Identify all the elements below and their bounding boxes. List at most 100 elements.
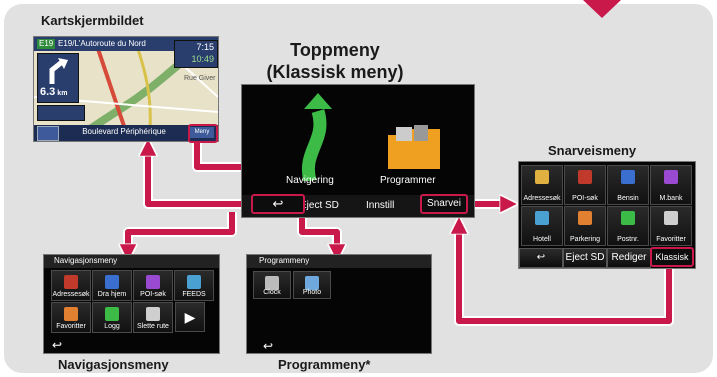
shortcut-item-icon [535,170,549,184]
shortcut-item-label: Adressesøk [523,195,561,202]
shortcut-back-button[interactable]: ↩ [519,248,563,268]
shortcut-item-icon [621,211,635,225]
programs-label[interactable]: Programmer [380,175,436,186]
shortcut-item-icon [664,211,678,225]
nav-menu-title: Navigasjonsmeny [54,256,118,265]
shortcut-back-icon: ↩ [536,252,546,263]
top-corner-arrow [583,0,621,18]
road-name: E19/L'Autoroute du Nord [58,39,146,48]
eject-sd-button[interactable]: Eject SD [300,200,339,211]
nav-menu-titlebar: Navigasjonsmeny [44,255,219,268]
nav-menu-item-icon [105,307,119,321]
navigation-icon[interactable] [282,91,342,181]
nav-menu-item[interactable]: Logg [92,302,132,333]
map-header-bar [34,37,218,51]
prog-menu-item-icon [265,276,279,290]
edit-button[interactable]: Rediger [607,248,651,268]
nav-menu-item[interactable]: Dra hjem [92,270,132,301]
map-bottom-bar [34,125,218,141]
shortcut-button[interactable]: Snarvei [420,194,468,214]
nav-menu-item-label: POI-søk [140,291,166,298]
classic-button[interactable]: Klassisk [650,247,694,267]
nav-menu-item-icon [64,307,78,321]
shortcut-label: Snarvei [427,198,461,209]
prog-back-icon: ↩ [263,339,274,353]
meny-button[interactable]: Meny [190,127,214,138]
nav-menu-item-icon [64,275,78,289]
street-name: Boulevard Périphérique [82,127,166,136]
top-menu-caption-sub: (Klassisk meny) [266,62,404,82]
top-menu-caption: Toppmeny [290,40,380,60]
shortcut-item-icon [621,170,635,184]
shortcut-item-label: Hotell [533,236,551,243]
nav-menu-caption: Navigasjonsmeny [58,357,169,372]
nav-menu-item-label: Slette rute [137,323,169,330]
nav-menu-item-label: Dra hjem [97,291,127,298]
nav-menu-item-icon [146,275,160,289]
shortcut-item[interactable]: POI-søk [564,165,606,205]
nav-menu-item[interactable]: POI-søk [133,270,173,301]
navigation-label[interactable]: Navigering [286,175,334,186]
prog-menu-caption: Programmeny* [278,357,371,372]
shortcut-item-icon [578,170,592,184]
shortcut-item[interactable]: Parkering [564,206,606,246]
shortcut-item[interactable]: M.bank [650,165,692,205]
nav-menu-item-icon [187,275,201,289]
shortcut-eject-button[interactable]: Eject SD [563,248,607,268]
shortcut-item-label: Favoritter [656,236,686,243]
time-readout: 7:15 [196,42,214,52]
shortcut-item-icon [578,211,592,225]
prog-menu-item-label: Photo [302,289,322,296]
shortcut-item[interactable]: Favoritter [650,206,692,246]
prog-menu-item[interactable]: Clock [253,271,291,299]
prog-menu-item-label: Clock [263,289,281,296]
prog-menu-screen: Programmeny Clock Photo ↩ [246,254,432,354]
nav-menu-item[interactable]: FEEDS [174,270,214,301]
prog-menu-item[interactable]: Photo [293,271,331,299]
eta-readout: 10:49 [191,54,214,64]
prog-back-button[interactable]: ↩ [263,337,303,353]
nav-menu-item[interactable]: Slette rute [133,302,173,333]
nav-menu-item-label: Favoritter [56,323,86,330]
back-icon: ↩ [272,196,284,211]
nav-back-button[interactable]: ↩ [52,336,92,352]
arrow-to-prog-menu [299,215,337,253]
nav-menu-item[interactable]: Favoritter [51,302,91,333]
next-arrow-icon: ▶ [184,309,196,325]
shortcut-item-label: Parkering [570,236,600,243]
turn-right-arrow-icon [49,58,68,84]
shortcut-item[interactable]: Hotell [521,206,563,246]
shortcut-item[interactable]: Adressesøk [521,165,563,205]
shortcut-item[interactable]: Bensin [607,165,649,205]
shortcut-item-label: POI-søk [572,195,598,202]
shortcut-item-icon [664,170,678,184]
back-button[interactable]: ↩ [251,194,305,214]
programs-folder-icon[interactable] [386,125,442,171]
shortcut-item-label: Bensin [617,195,639,202]
nav-next-button[interactable]: ▶ [175,302,205,332]
classic-label: Klassisk [655,252,689,262]
arrow-classic-to-top [459,225,672,324]
shortcut-menu-caption: Snarveismeny [548,143,637,158]
shortcut-item-label: M.bank [659,195,683,202]
shortcut-item[interactable]: Postnr. [607,206,649,246]
lane-info [37,105,85,121]
nav-menu-item-icon [146,307,160,321]
nav-menu-item[interactable]: Adressesøk [51,270,91,301]
shortcut-item-icon [535,211,549,225]
nav-back-icon: ↩ [52,338,63,352]
nav-menu-item-label: FEEDS [182,291,206,298]
shortcut-item-label: Postnr. [617,236,639,243]
search-icon[interactable] [37,126,59,141]
road-badge: E19 [37,39,56,49]
settings-button[interactable]: Innstill [366,200,395,211]
prog-menu-titlebar: Programmeny [247,255,431,268]
distance-value: 6.3 [40,86,56,98]
arrow-back-to-map [148,147,252,207]
